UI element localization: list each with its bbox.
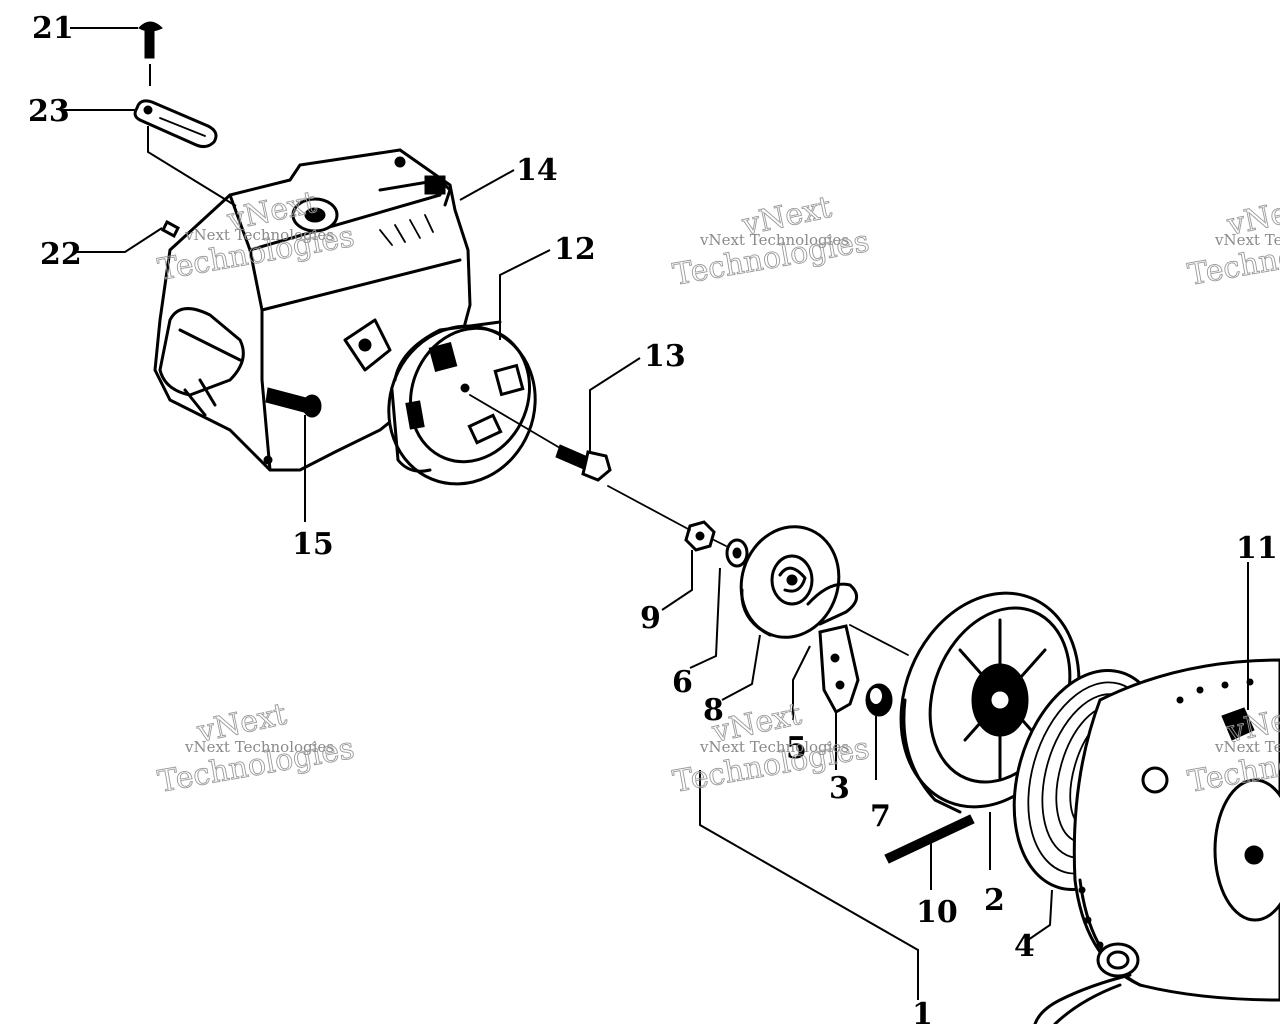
callout-10: 10 [916,895,958,930]
svg-text:vNext Technologies: vNext Technologies [184,738,334,756]
part-15-bolt [265,387,322,418]
part-12-starter-cup [387,320,537,486]
assembly-lines [607,485,909,656]
callout-8: 8 [703,693,724,728]
callout-14: 14 [516,153,558,188]
part-23-clip [133,99,218,149]
svg-text:vNext Technologies: vNext Technologies [1214,231,1280,249]
callout-11: 11 [1236,531,1278,566]
callout-22: 22 [40,237,82,272]
callout-3: 3 [829,771,850,806]
callout-12: 12 [554,232,596,267]
part-5-spring-clip [806,582,858,626]
svg-text:vNext Technologies: vNext Technologies [699,738,849,756]
watermark-top-right: vNext vNext Technologies Technologies [1185,189,1280,293]
part-6-washer [725,538,749,568]
callout-5: 5 [786,731,807,766]
callout-9: 9 [640,601,661,636]
callout-4: 4 [1014,929,1035,964]
svg-text:vNext Technologies: vNext Technologies [1214,738,1280,756]
callout-6: 6 [672,665,693,700]
svg-text:vNext Technologies: vNext Technologies [699,231,849,249]
leader-lines [62,27,1249,1000]
callout-labels: 21 23 14 22 12 13 15 9 6 8 5 3 7 10 2 4 … [28,11,1278,1024]
watermark-top-center: vNext vNext Technologies Technologies [670,189,873,293]
callout-13: 13 [644,339,686,374]
part-1-starter-housing [1033,658,1280,1024]
part-7-spring [865,683,893,717]
part-21-screw [138,21,163,59]
callout-7: 7 [870,799,891,834]
svg-text:vNext Technologies: vNext Technologies [184,226,334,244]
part-13-bolt [469,394,612,482]
part-9-nut [684,520,716,552]
callout-1: 1 [912,997,933,1024]
callout-15: 15 [292,527,334,562]
callout-21: 21 [32,11,74,46]
part-10-pin [884,814,975,864]
callout-2: 2 [984,883,1005,918]
part-22-pin [161,219,180,239]
part-11-screw [1221,707,1255,741]
watermark-bottom-left: vNext vNext Technologies Technologies [155,696,358,800]
part-3-pawl [818,624,860,715]
callout-23: 23 [28,94,70,129]
part-8-pulley [739,525,841,639]
